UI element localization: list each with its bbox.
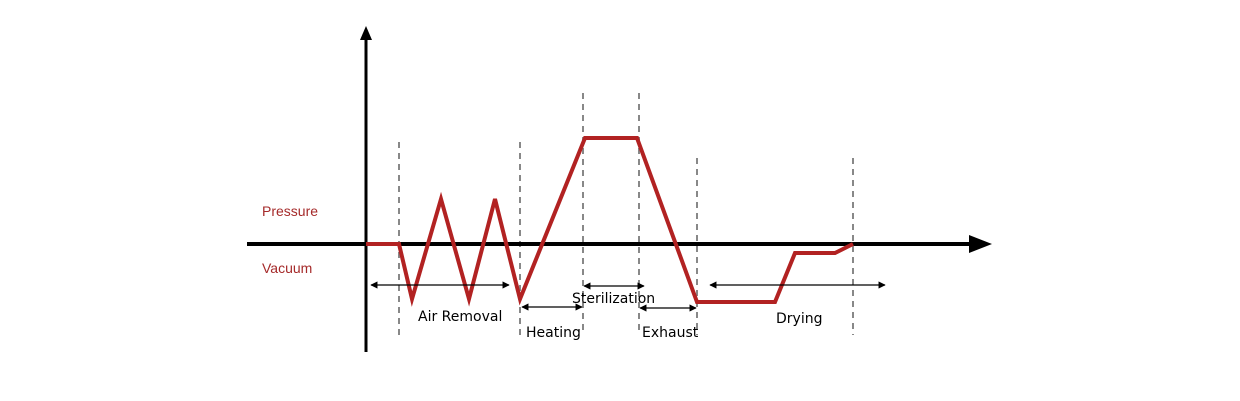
- y-axis-arrowhead: [360, 26, 372, 40]
- air-removal-label: Air Removal: [418, 309, 502, 325]
- pressure-label: Pressure: [262, 203, 318, 219]
- drying-label: Drying: [776, 311, 822, 327]
- heating-label: Heating: [526, 325, 581, 341]
- pressure-curve: [366, 136, 854, 307]
- phase-dividers: [398, 93, 854, 335]
- exhaust-label: Exhaust: [642, 325, 699, 341]
- x-axis-arrowhead: [969, 235, 992, 253]
- phase-arrows: [370, 281, 886, 312]
- vacuum-label: Vacuum: [262, 260, 312, 276]
- sterilization-label: Sterilization: [572, 291, 655, 307]
